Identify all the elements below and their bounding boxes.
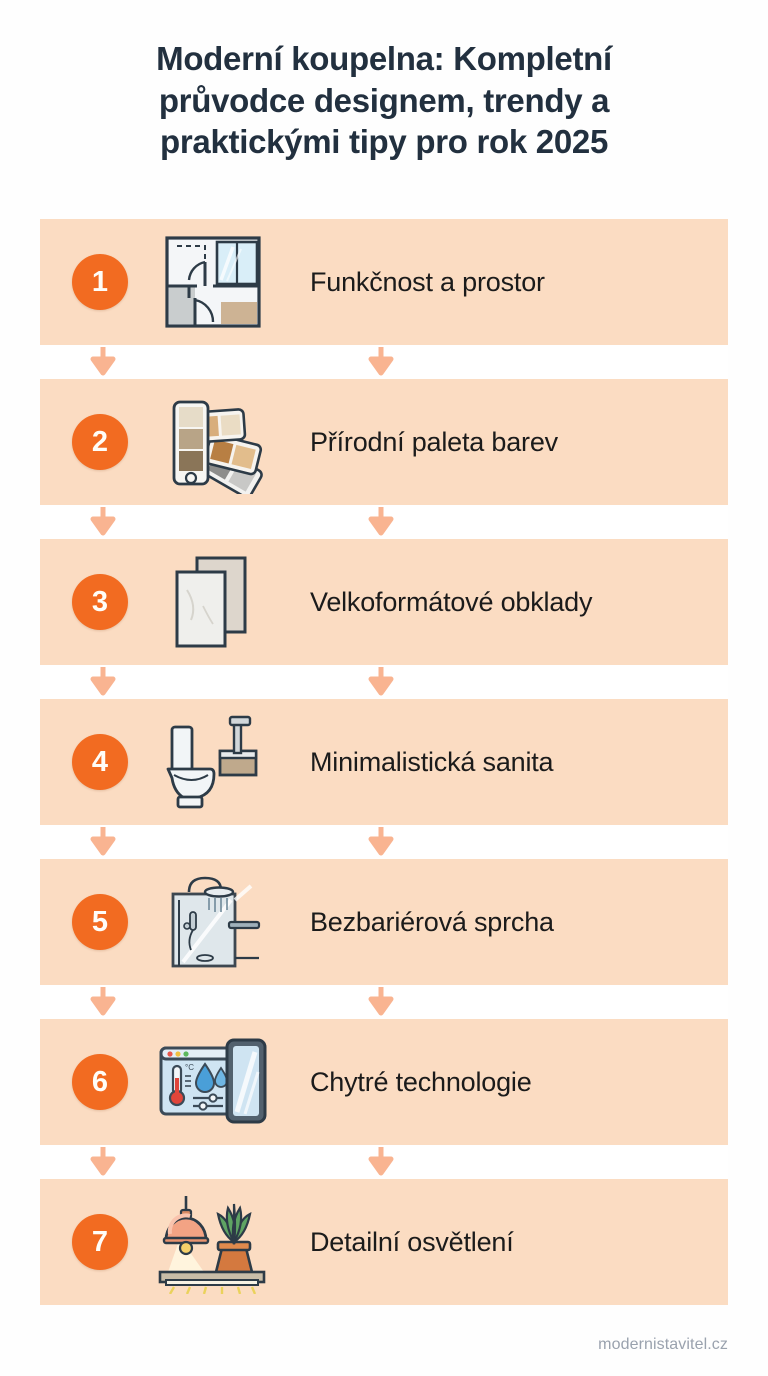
step-row[interactable]: 6 °C: [40, 1019, 728, 1145]
step-label: Přírodní paleta barev: [310, 426, 558, 457]
step-number-badge: 3: [72, 574, 128, 630]
large-format-tiles-icon: [150, 547, 276, 657]
step-number-badge: 6: [72, 1054, 128, 1110]
arrow-down-icon: [90, 1147, 116, 1176]
connector-gap: [40, 505, 728, 539]
title-line-1: Moderní koupelna: Kompletní: [156, 40, 612, 77]
toilet-and-sink-icon: [150, 707, 276, 817]
step-label: Detailní osvětlení: [310, 1226, 514, 1257]
step-row[interactable]: 1: [40, 219, 728, 345]
arrow-down-icon: [90, 347, 116, 376]
walk-in-shower-icon: [150, 867, 276, 977]
connector-gap: [40, 1145, 728, 1179]
steps-list: 1: [40, 219, 728, 1305]
arrow-down-icon: [368, 347, 394, 376]
step-number-badge: 4: [72, 734, 128, 790]
arrow-down-icon: [368, 987, 394, 1016]
arrow-down-icon: [90, 987, 116, 1016]
step-number-badge: 5: [72, 894, 128, 950]
arrow-down-icon: [368, 507, 394, 536]
connector-gap: [40, 665, 728, 699]
step-label: Chytré technologie: [310, 1066, 532, 1097]
step-number-badge: 1: [72, 254, 128, 310]
page-title: Moderní koupelna: Kompletní průvodce des…: [0, 38, 768, 163]
title-line-2: průvodce designem, trendy a: [158, 81, 610, 119]
pendant-lamp-plant-shelf-icon: [150, 1187, 276, 1297]
connector-gap: [40, 825, 728, 859]
arrow-down-icon: [90, 827, 116, 856]
connector-gap: [40, 985, 728, 1019]
arrow-down-icon: [368, 827, 394, 856]
step-label: Velkoformátové obklady: [310, 586, 593, 617]
step-label: Bezbariérová sprcha: [310, 906, 554, 937]
arrow-down-icon: [90, 667, 116, 696]
step-row[interactable]: 4 Minimalistická sanita: [40, 699, 728, 825]
connector-gap: [40, 345, 728, 379]
footer-watermark: modernistavitel.cz: [598, 1336, 728, 1353]
arrow-down-icon: [368, 1147, 394, 1176]
step-number-badge: 7: [72, 1214, 128, 1270]
step-row[interactable]: 5: [40, 859, 728, 985]
smart-control-panel-icon: °C: [150, 1027, 276, 1137]
step-number-badge: 2: [72, 414, 128, 470]
floor-plan-icon: [150, 227, 276, 337]
step-row[interactable]: 7: [40, 1179, 728, 1305]
svg-text:°C: °C: [185, 1063, 194, 1072]
step-row[interactable]: 2: [40, 379, 728, 505]
arrow-down-icon: [90, 507, 116, 536]
title-line-3: praktickými tipy pro rok 2025: [160, 123, 608, 161]
arrow-down-icon: [368, 667, 394, 696]
color-swatch-fan-icon: [150, 387, 276, 497]
step-label: Funkčnost a prostor: [310, 266, 545, 297]
step-label: Minimalistická sanita: [310, 746, 554, 777]
step-row[interactable]: 3 Velkoformátové obklady: [40, 539, 728, 665]
